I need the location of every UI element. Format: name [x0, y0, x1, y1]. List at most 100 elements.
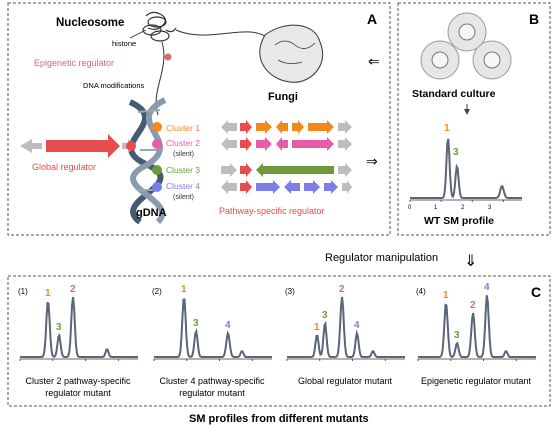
wt-tick-0: 0: [408, 205, 412, 211]
mutant-2-trace: [154, 298, 272, 358]
gene-arrow-row1-3: [256, 120, 272, 134]
regulator-manipulation-label: Regulator manipulation: [325, 252, 438, 264]
mutant-4-caption: Epigenetic regulator mutant: [421, 376, 532, 386]
cluster-2-note: (silent): [173, 151, 194, 158]
panel-c-footer: SM profiles from different mutants: [189, 413, 369, 425]
mutant-1-index: (1): [18, 287, 28, 296]
mutant-2-caption-line2: regulator mutant: [179, 388, 245, 398]
nucleosome-label: Nucleosome: [56, 17, 124, 29]
mutant-2-peak-4-label: 4: [225, 320, 231, 331]
mutant-2-index: (2): [152, 287, 162, 296]
wt-sm-chromatogram: [409, 138, 522, 202]
standard-culture-label: Standard culture: [412, 88, 496, 100]
mutant-4-peak-1-label: 1: [443, 290, 449, 301]
mutant-1-peak-3-label: 3: [56, 322, 62, 333]
mutant-4-trace: [418, 295, 536, 359]
wt-peak-3-label: 3: [453, 147, 459, 158]
mutant-2-peak-1-label: 1: [181, 284, 187, 295]
cluster-1-label: Cluster 1: [166, 123, 200, 133]
panel-a-border: [7, 2, 391, 236]
cluster-3-label: Cluster 3: [166, 165, 200, 175]
mutant-1-trace: [20, 296, 138, 358]
gene-arrow-row2-1: [221, 137, 237, 151]
wt-tick-2: 2: [461, 205, 465, 211]
nucleosome-icon: [142, 11, 177, 42]
mutant-3-trace: [287, 296, 405, 358]
gene-arrow-row2-3: [256, 137, 272, 151]
gene-arrow-row4-3: [256, 180, 280, 194]
mutant-4-peak-3-label: 3: [454, 330, 460, 341]
gene-arrow-row4-5: [304, 180, 320, 194]
gene-arrow-row2-2: [240, 137, 252, 151]
fungi-hypha: [274, 40, 316, 49]
cluster-2-label: Cluster 2: [166, 138, 200, 148]
double-arrow-down-icon: ⇓: [464, 253, 477, 270]
wt-tick-3: 3: [488, 205, 492, 211]
mutant-2-peak-3-label: 3: [193, 318, 199, 329]
gene-arrow-row4-4: [284, 180, 300, 194]
gene-arrow-row1-1: [221, 120, 237, 134]
dna-helix-icon: [128, 97, 167, 225]
mutant-4-index: (4): [416, 287, 426, 296]
mutant-1-caption: Cluster 2 pathway-specific: [25, 376, 131, 386]
gene-cluster-arrows: [221, 120, 352, 194]
mutant-2-caption: Cluster 4 pathway-specific: [159, 376, 265, 386]
mutant-3-caption: Global regulator mutant: [298, 376, 393, 386]
global-regulator-genes: [20, 134, 136, 158]
wt-peak-1-label: 1: [444, 123, 450, 134]
panel-b: B Standard culture 1 3 0 1 2 3 WT SM pro…: [397, 2, 551, 236]
panel-b-label: B: [529, 11, 539, 27]
gene-arrow-row1-7: [338, 120, 352, 134]
mutant-1-peak-2-label: 2: [70, 284, 76, 295]
mutant-3-peak-1-label: 1: [314, 322, 320, 333]
dna-modifications-label: DNA modifications: [83, 81, 145, 90]
gene-arrow-row1-6: [308, 120, 334, 134]
mutant-3-peak-4-label: 4: [354, 320, 360, 331]
panel-a: A Nucleosome histone Epigenetic regulato…: [7, 2, 391, 236]
double-arrow-right-icon: ⇒: [366, 153, 378, 169]
cluster-1-dot: [152, 122, 162, 132]
wt-sm-profile-caption: WT SM profile: [424, 215, 494, 227]
mutant-3-peak-3-label: 3: [322, 310, 328, 321]
gene-arrow-row3-4: [338, 163, 352, 177]
gene-arrow-row2-6: [338, 137, 352, 151]
mutant-1-peak-1-label: 1: [45, 288, 51, 299]
panel-c-label: C: [531, 284, 541, 300]
fungi-icon: [259, 24, 324, 83]
wt-trace: [410, 138, 522, 199]
fungi-hypha-2: [277, 59, 303, 64]
cluster-4-label: Cluster 4: [166, 181, 200, 191]
epigenetic-mark-icon: [164, 53, 172, 61]
cluster-2-dot: [152, 139, 162, 149]
gene-arrow-row1-5: [292, 120, 304, 134]
double-arrow-left-icon: ⇐: [368, 53, 380, 69]
gene-arrow-row1-4: [276, 120, 288, 134]
fungi-label: Fungi: [268, 91, 298, 103]
cluster-3-dot: [152, 165, 162, 175]
panel-c-border: [7, 275, 551, 407]
mutant-4-peak-2-label: 2: [470, 300, 476, 311]
gene-arrow-row1-2: [240, 120, 252, 134]
panel-b-border: [397, 2, 551, 236]
global-regulator-label: Global regulator: [32, 162, 96, 172]
histone-pointer: [129, 29, 147, 39]
mutant-1-caption-line2: regulator mutant: [45, 388, 111, 398]
petri-dish-icon: [420, 12, 512, 80]
gene-arrow-row4-1: [221, 180, 237, 194]
gene-arrow-row2-4: [276, 137, 288, 151]
cluster-4-dot: [152, 182, 162, 192]
gene-arrow-row4-2: [240, 180, 252, 194]
dna-strand-to-fungi: [175, 29, 271, 41]
gene-arrow-row4-7: [342, 180, 352, 194]
wt-tick-1: 1: [434, 205, 438, 211]
panel-a-label: A: [367, 11, 377, 27]
cluster-4-note: (silent): [173, 194, 194, 201]
mutant-3-index: (3): [285, 287, 295, 296]
epigenetic-regulator-label: Epigenetic regulator: [34, 58, 114, 68]
gdna-label: gDNA: [136, 207, 167, 219]
gene-arrow-row4-6: [324, 180, 338, 194]
